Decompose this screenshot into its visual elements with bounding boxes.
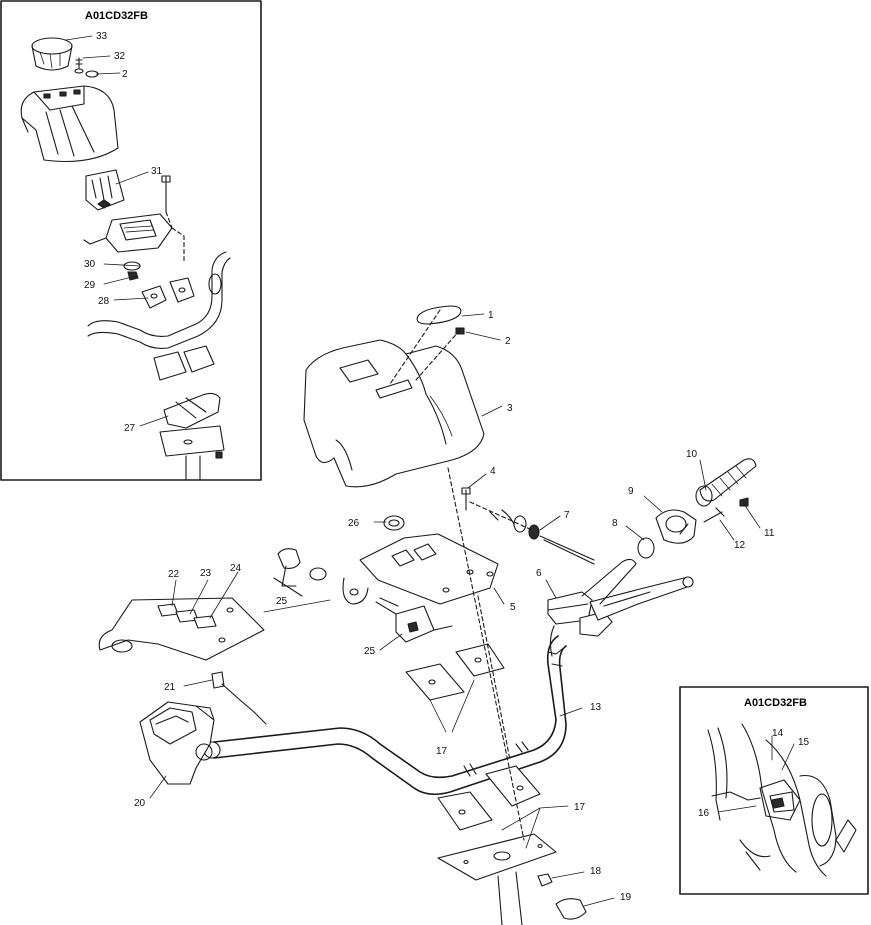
- leader-lines: [149, 313, 761, 907]
- screw-part-32: [74, 57, 84, 74]
- callout-20: 20: [134, 798, 146, 809]
- callout-25-left: 25: [276, 596, 288, 607]
- callout-6: 6: [536, 568, 542, 579]
- handlebar-part-13: [203, 635, 567, 796]
- callout-2-inset: 2: [122, 69, 128, 80]
- callout-28: 28: [98, 296, 110, 307]
- pad-part-1: [416, 305, 462, 325]
- callout-16: 16: [698, 808, 710, 819]
- gauge-part-33: [31, 37, 73, 71]
- spacer-part-8: [637, 537, 655, 559]
- callout-9: 9: [628, 486, 634, 497]
- callout-21: 21: [164, 682, 176, 693]
- callout-18: 18: [590, 866, 602, 877]
- inset-title-2: A01CD32FB: [744, 697, 807, 709]
- inset-frame: [0, 0, 262, 481]
- callout-1: 1: [488, 310, 494, 321]
- callout-26: 26: [348, 518, 360, 529]
- inset-frame-2: [679, 686, 869, 895]
- callout-11: 11: [764, 528, 775, 539]
- switch-housing-part-20: [139, 701, 215, 785]
- brake-lever: [589, 576, 694, 621]
- callout-33: 33: [96, 31, 108, 42]
- callout-17-lower: 17: [574, 802, 586, 813]
- callout-4: 4: [490, 466, 496, 477]
- callout-29: 29: [84, 280, 96, 291]
- callout-15: 15: [798, 737, 810, 748]
- grommet-part-26: [383, 515, 405, 531]
- key-switch-part-25: [273, 548, 327, 597]
- callout-31: 31: [151, 166, 163, 177]
- callout-14: 14: [772, 728, 784, 739]
- clip-part-19: [555, 898, 587, 920]
- connector-part-21: [211, 671, 267, 725]
- callout-17-upper: 17: [436, 746, 448, 757]
- bolt-part-4: [461, 487, 471, 511]
- right-grip-tube: [581, 558, 637, 605]
- centerline: [447, 467, 525, 841]
- ignition-part-25: [375, 597, 453, 643]
- steering-post: [497, 871, 523, 925]
- callout-22: 22: [168, 569, 180, 580]
- callout-23: 23: [200, 568, 212, 579]
- inset-title: A01CD32FB: [85, 10, 148, 22]
- riser-part-27: [163, 392, 221, 429]
- inset-bottom-right: A01CD32FB 14 15 16: [679, 686, 869, 895]
- lower-clamp: [153, 345, 215, 381]
- switch-plate-left: [98, 597, 265, 661]
- inset-top-left: A01CD32FB: [0, 0, 262, 481]
- throttle-housing-part-9: [655, 509, 697, 544]
- callout-32: 32: [114, 51, 126, 62]
- clamp-part-28: [141, 277, 195, 309]
- callout-12: 12: [734, 540, 746, 551]
- switch-bracket: [83, 211, 185, 263]
- callout-27: 27: [124, 423, 136, 434]
- callout-8: 8: [612, 518, 618, 529]
- callout-5: 5: [510, 602, 516, 613]
- callout-10: 10: [686, 449, 698, 460]
- bracket-part-5: [342, 533, 499, 605]
- screw-part-12: [703, 507, 725, 523]
- inset-nut: [215, 451, 223, 459]
- plug-part-11: [739, 497, 749, 507]
- nut-part-18: [537, 873, 553, 887]
- inset-handlebar: [87, 251, 231, 349]
- bolt-part-31: [161, 175, 171, 213]
- callout-3: 3: [507, 403, 513, 414]
- grip-part-10: [695, 458, 757, 507]
- callout-30: 30: [84, 259, 96, 270]
- pod-cover: [20, 85, 119, 163]
- nut-part-29: [127, 271, 139, 281]
- mount-plate: [437, 833, 557, 881]
- callout-13: 13: [590, 702, 602, 713]
- callout-19: 19: [620, 892, 632, 903]
- callout-24: 24: [230, 563, 242, 574]
- callout-25-ignition: 25: [364, 646, 376, 657]
- inset-plate: [159, 425, 225, 481]
- connector-block: [85, 169, 125, 211]
- switch-shaft-part-7: [469, 501, 595, 565]
- cover-part-3: [303, 309, 485, 488]
- callout-2: 2: [505, 336, 511, 347]
- callout-7: 7: [564, 510, 570, 521]
